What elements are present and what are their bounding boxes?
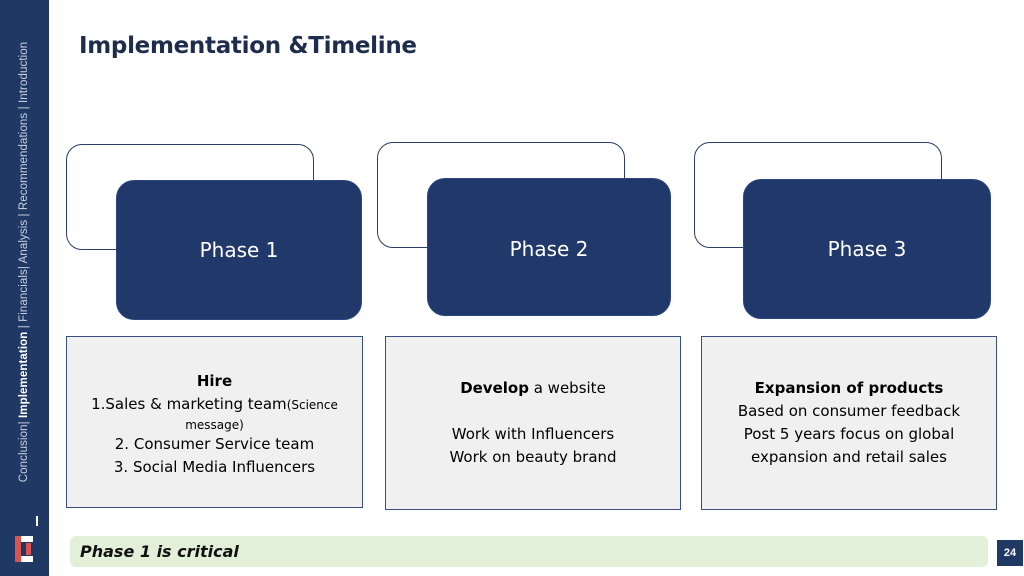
phase-1-label: Phase 1 <box>199 238 279 262</box>
phase-3-box: Phase 3 <box>743 179 991 319</box>
critical-note: Phase 1 is critical <box>70 536 988 567</box>
phase-1-details: Hire 1.Sales & marketing team(Science me… <box>66 336 363 508</box>
nav-conclusion[interactable]: Conclusion| <box>18 417 30 483</box>
logo-icon <box>15 536 33 562</box>
phase-2-details: Develop a website Work with Influencers … <box>385 336 681 510</box>
phase-3-heading: Expansion of products <box>754 379 944 397</box>
sidebar: Conclusion| Implementation | Financials|… <box>0 0 49 576</box>
phase-3-label: Phase 3 <box>827 237 907 261</box>
phase-3-line-1: Based on consumer feedback <box>737 402 961 420</box>
nav-implementation[interactable]: Implementation <box>18 331 30 418</box>
phase-1-heading: Hire <box>196 371 233 390</box>
section-nav-text: Conclusion| Implementation | Financials|… <box>18 42 30 483</box>
page-number: 24 <box>997 540 1023 566</box>
phase-2-label: Phase 2 <box>509 237 589 261</box>
nav-rest[interactable]: | Financials| Analysis | Recommendations… <box>18 41 30 332</box>
critical-note-text: Phase 1 is critical <box>80 542 239 561</box>
phase-2-box: Phase 2 <box>427 178 671 316</box>
phase-2-line-2: Work with Influencers <box>451 425 615 443</box>
phase-1-box: Phase 1 <box>116 180 362 320</box>
phase-2-line-1: Develop a website <box>460 379 606 397</box>
phase-1-line-2: 2. Consumer Service team <box>114 434 315 453</box>
phase-1-line-1-cont: message) <box>185 417 244 432</box>
phase-3-details: Expansion of products Based on consumer … <box>701 336 997 510</box>
phase-1-line-1: 1.Sales & marketing team(Science <box>91 394 338 413</box>
phase-1-line-3: 3. Social Media Influencers <box>113 457 316 476</box>
page-title: Implementation &Timeline <box>79 33 417 59</box>
phase-3-line-2: Post 5 years focus on global <box>743 425 955 443</box>
active-section-marker <box>36 516 38 526</box>
phase-2-line-3: Work on beauty brand <box>449 448 617 466</box>
phase-3-line-3: expansion and retail sales <box>751 448 947 466</box>
